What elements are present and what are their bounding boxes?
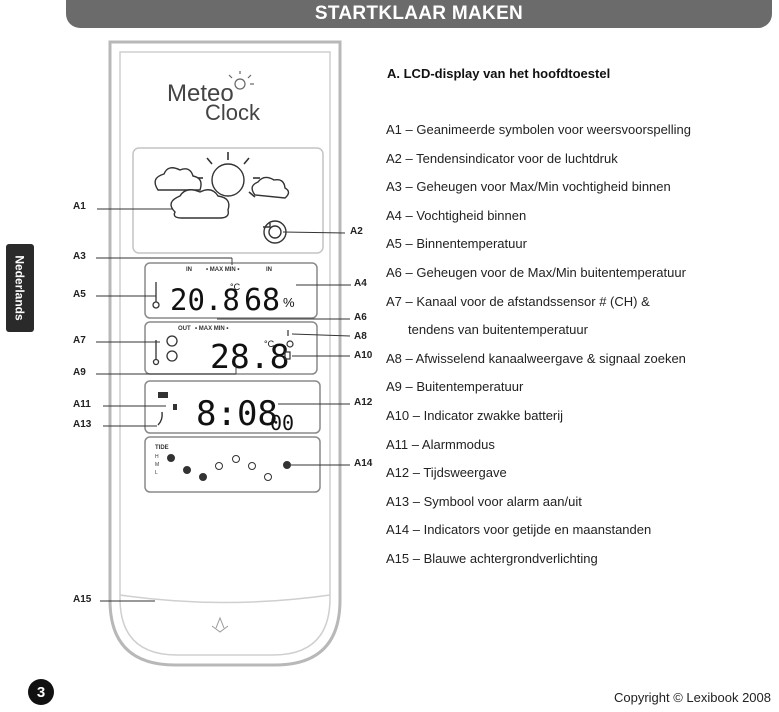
low-battery-icon	[284, 351, 291, 360]
legend-item: A9 – Buitentemperatuur	[386, 379, 524, 395]
outdoor-temp-unit: °C	[264, 339, 275, 349]
callout-lines	[96, 208, 351, 602]
out-label: OUT	[178, 326, 191, 332]
callout-a3: A3	[73, 251, 86, 262]
legend-item-continuation: tendens van buitentemperatuur	[408, 322, 588, 338]
moon-phase-icons	[167, 454, 291, 481]
indoor-temp-unit: °C	[230, 282, 241, 292]
legend-list: A1 – Geanimeerde symbolen voor weersvoor…	[386, 120, 776, 578]
callout-a13: A13	[73, 419, 92, 430]
outdoor-temperature: 28.8	[210, 337, 289, 376]
legend-item: A2 – Tendensindicator voor de luchtdruk	[386, 150, 618, 166]
indoor-window	[144, 262, 318, 319]
time-display: 8:08	[196, 394, 278, 434]
alarm-indicator-icon	[173, 404, 177, 410]
callout-a8: A8	[354, 331, 367, 342]
legend-item: A8 – Afwisselend kanaalweergave & signaa…	[386, 350, 686, 366]
header-bar: STARTKLAAR MAKEN	[66, 0, 772, 28]
legend-item: A1 – Geanimeerde symbolen voor weersvoor…	[386, 122, 691, 137]
callout-a2: A2	[350, 226, 363, 237]
tide-window	[144, 436, 321, 493]
channel-icon	[152, 335, 178, 366]
callout-a5: A5	[73, 289, 86, 300]
legend-item: A11 – Alarmmodus	[386, 436, 495, 452]
humidity-unit: %	[283, 295, 295, 310]
copyright-text: Copyright © Lexibook 2008	[613, 690, 771, 705]
callout-a11: A11	[73, 399, 91, 410]
callout-a9: A9	[73, 367, 86, 378]
alarm-mode-icon	[158, 392, 168, 398]
in-label-right: IN	[266, 267, 272, 273]
indoor-humidity: 68	[244, 283, 280, 318]
legend-item: A5 – Binnentemperatuur	[386, 236, 527, 252]
tide-level-l: L	[155, 470, 158, 476]
legend-item: A4 – Vochtigheid binnen	[386, 207, 527, 223]
alarm-on-off-icon	[157, 411, 163, 426]
language-tab-label: Nederlands	[13, 255, 28, 321]
logo-text-clock: Clock	[205, 100, 261, 125]
forecast-window	[132, 147, 324, 254]
language-tab: Nederlands	[6, 244, 34, 332]
callout-a14: A14	[354, 458, 373, 469]
tide-level-h: H	[155, 454, 159, 460]
out-maxmin-label: • MAX MIN •	[195, 326, 229, 332]
page-title: STARTKLAAR MAKEN	[314, 3, 524, 24]
tide-level-m: M	[155, 462, 159, 468]
pressure-tendency-icon	[263, 220, 287, 244]
callout-a12: A12	[354, 397, 373, 408]
legend-item: A12 – Tijdsweergave	[386, 465, 507, 481]
indoor-temperature: 20.8	[170, 283, 240, 317]
weather-forecast-icon	[154, 152, 290, 219]
device-illustration: Meteo Clock IN • MAX MIN • IN 20.8 °C 68…	[96, 40, 351, 667]
callout-a7: A7	[73, 335, 86, 346]
legend-item: A6 – Geheugen voor de Max/Min buitentemp…	[386, 264, 686, 280]
maxmin-label: • MAX MIN •	[206, 267, 240, 273]
legend-item: A14 – Indicators voor getijde en maansta…	[386, 522, 652, 538]
backlight-logo-icon	[211, 616, 229, 633]
callout-a4: A4	[354, 278, 367, 289]
signal-search-icon	[286, 330, 294, 348]
legend-item: A3 – Geheugen voor Max/Min vochtigheid b…	[386, 179, 671, 195]
indoor-thermometer-icon	[152, 282, 160, 309]
callout-a6: A6	[354, 312, 367, 323]
callout-a1: A1	[73, 201, 86, 212]
section-heading: A. LCD-display van het hoofdtoestel	[387, 66, 611, 81]
time-seconds: 00	[270, 411, 294, 435]
legend-item: A15 – Blauwe achtergrondverlichting	[386, 550, 598, 566]
logo-text-meteo: Meteo	[167, 80, 234, 107]
logo-sun-icon	[228, 71, 254, 90]
callout-a15: A15	[73, 594, 92, 605]
legend-item: A10 – Indicator zwakke batterij	[386, 407, 564, 423]
callout-a10: A10	[354, 350, 373, 361]
page-number: 3	[28, 679, 54, 705]
in-label-left: IN	[186, 267, 192, 273]
legend-item: A7 – Kanaal voor de afstandssensor # (CH…	[386, 293, 650, 309]
tide-label: TIDE	[155, 445, 169, 451]
time-window	[144, 380, 321, 434]
legend-item: A13 – Symbool voor alarm aan/uit	[386, 493, 582, 509]
